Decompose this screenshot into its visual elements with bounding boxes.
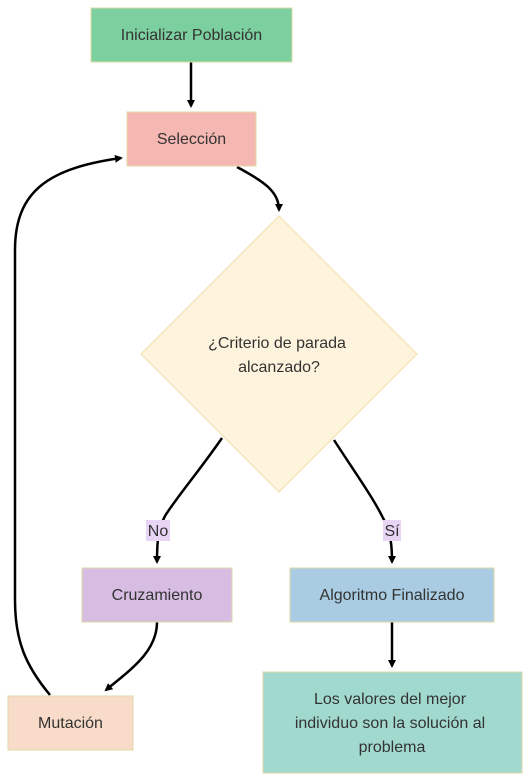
edge-decision-to-finished xyxy=(332,439,396,564)
node-decision-label-line2: alcanzado? xyxy=(238,359,320,376)
node-finished-box xyxy=(289,567,495,623)
edge-selection-to-decision xyxy=(236,165,283,212)
edge-label-no-text: No xyxy=(148,523,169,540)
node-crossover: Cruzamiento xyxy=(81,567,233,623)
edge-mutation-to-selection xyxy=(13,154,123,696)
node-crossover-label: Cruzamiento xyxy=(112,587,203,604)
edge-label-yes: Sí xyxy=(383,520,401,541)
node-result-box xyxy=(262,671,523,774)
edge-label-no: No xyxy=(146,520,170,541)
node-init-label: Inicializar Población xyxy=(121,27,262,44)
edges xyxy=(13,62,396,696)
node-decision-label-line1: ¿Criterio de parada xyxy=(208,335,346,352)
node-result-label-line2: individuo son la solución al xyxy=(295,715,485,732)
node-mutation: Mutación xyxy=(7,695,134,751)
node-mutation-label: Mutación xyxy=(38,715,103,732)
node-selection: Selección xyxy=(126,111,257,167)
node-selection-box xyxy=(126,111,257,167)
node-result-label-line3: problema xyxy=(359,739,426,756)
edge-label-yes-text: Sí xyxy=(384,523,400,540)
edge-crossover-to-mutation xyxy=(104,621,159,692)
node-mutation-box xyxy=(7,695,134,751)
node-crossover-box xyxy=(81,567,233,623)
node-init-box xyxy=(90,7,293,63)
node-result-label-line1: Los valores del mejor xyxy=(314,691,467,708)
node-finished-label: Algoritmo Finalizado xyxy=(320,587,465,604)
edge-label-no-bg xyxy=(146,520,170,541)
edge-label-yes-bg xyxy=(383,520,401,541)
node-init: Inicializar Población xyxy=(90,7,293,63)
node-selection-label: Selección xyxy=(157,131,226,148)
node-decision: ¿Criterio de parada alcanzado? xyxy=(140,215,418,493)
node-decision-diamond xyxy=(140,215,418,493)
edge-decision-to-crossover xyxy=(153,437,224,564)
node-result: Los valores del mejor individuo son la s… xyxy=(262,671,523,774)
node-finished: Algoritmo Finalizado xyxy=(289,567,495,623)
